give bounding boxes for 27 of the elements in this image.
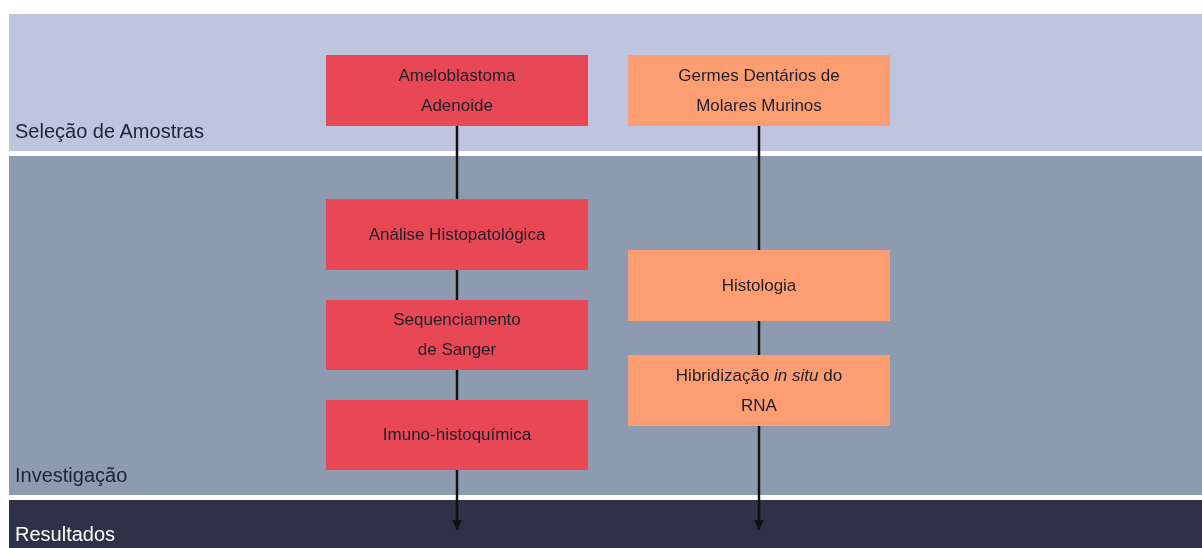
- process-box: [326, 400, 588, 470]
- step-label: Histologia: [721, 274, 797, 297]
- stage-band: [9, 14, 1202, 151]
- process-box: [326, 55, 588, 126]
- stage-label: Investigação: [15, 464, 128, 487]
- step-label: Ameloblastoma Adenoide: [397, 64, 517, 117]
- process-box: [628, 55, 890, 126]
- process-box: [628, 250, 890, 321]
- process-box: [326, 199, 588, 270]
- step-label: Germes Dentários de Molares Murinos: [677, 64, 841, 117]
- process-box: [628, 355, 890, 426]
- step-label: Análise Histopatológica: [368, 223, 546, 246]
- stage-label: Resultados: [15, 523, 116, 546]
- step-label: Hibridização in situ do RNA: [674, 364, 844, 417]
- connector-line: [757, 321, 761, 355]
- step-label: Imuno-histoquímica: [382, 424, 532, 446]
- stage-band: [9, 500, 1202, 548]
- connector-line: [757, 126, 761, 250]
- connector-line: [455, 270, 459, 300]
- arrow: [754, 426, 764, 530]
- connector-line: [455, 126, 459, 199]
- arrow: [452, 470, 462, 530]
- stage-label: Seleção de Amostras: [15, 120, 204, 143]
- connector-line: [455, 370, 459, 400]
- process-box: [326, 300, 588, 370]
- step-label: Sequenciamento de Sanger: [392, 309, 522, 361]
- stage-band: [9, 156, 1202, 495]
